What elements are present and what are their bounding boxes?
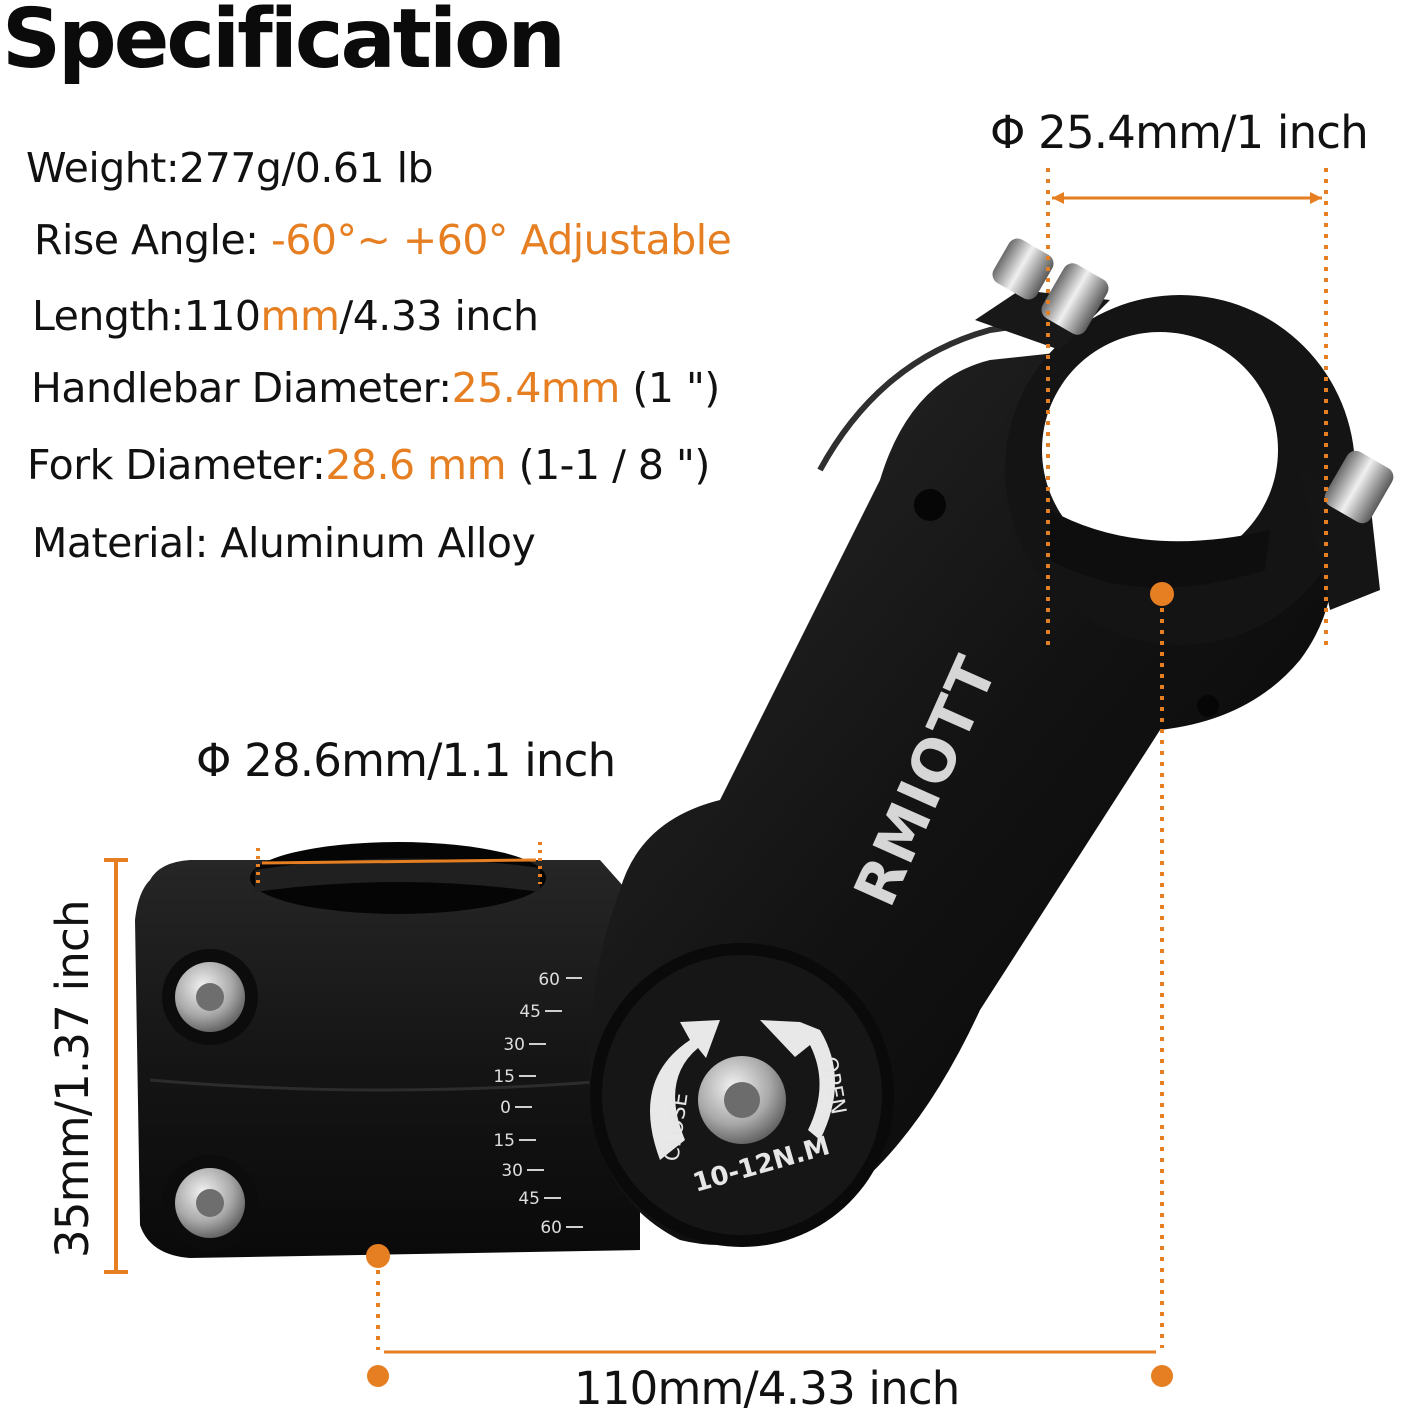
length-dimension: 110mm/4.33 inch: [574, 1362, 960, 1415]
faceplate-bolt-1-icon: [992, 238, 1054, 300]
spec-fork-diameter: Fork Diameter:28.6 mm (1-1 / 8 "): [27, 441, 710, 489]
spec-length-label: Length:: [32, 292, 184, 340]
spec-handlebar-label: Handlebar Diameter:: [31, 364, 452, 412]
spec-rise-angle-value: -60°~ +60° Adjustable: [271, 216, 732, 264]
scale-tick-9: 60: [540, 1218, 562, 1238]
spec-fork-note: (1-1 / 8 "): [506, 441, 711, 489]
spec-fork-label: Fork Diameter:: [27, 441, 326, 489]
clamp-bolt-top-icon: [162, 949, 258, 1045]
spec-handlebar-note: (1 "): [619, 364, 720, 412]
scale-tick-3: 30: [503, 1035, 525, 1055]
page-title: Specification: [2, 0, 566, 87]
scale-tick-4: 15: [493, 1067, 515, 1087]
pivot-cap: CLOSE OPEN 10-12N.M: [590, 943, 894, 1247]
steerer-clamp: [135, 842, 640, 1258]
scale-tick-2: 45: [519, 1002, 541, 1022]
spec-weight: Weight:277g/0.61 lb: [26, 144, 433, 192]
spec-length-value-number: 110: [183, 292, 261, 340]
spec-fork-value: 28.6 mm: [325, 441, 507, 489]
scale-tick-6: 15: [493, 1131, 515, 1151]
spec-material: Material: Aluminum Alloy: [32, 519, 536, 567]
scale-tick-1: 60: [538, 970, 560, 990]
spec-length-value-unit: mm: [260, 292, 340, 340]
spec-weight-label: Weight:: [26, 144, 180, 192]
spec-length-value-inch: /4.33 inch: [339, 292, 539, 340]
spec-rise-angle-label: Rise Angle:: [34, 216, 272, 264]
clamp-bolt-bottom-icon: [162, 1155, 258, 1251]
faceplate-bolt-2-icon: [1041, 263, 1109, 335]
faceplate-bolt-3-icon: [1324, 450, 1394, 524]
handlebar-clamp-dimension: Φ 25.4mm/1 inch: [990, 106, 1369, 159]
spec-handlebar-diameter: Handlebar Diameter:25.4mm (1 "): [31, 364, 720, 412]
spec-weight-value: 277g/0.61 lb: [179, 144, 433, 192]
dimension-guides: [104, 168, 1328, 1387]
spec-handlebar-value: 25.4mm: [451, 364, 621, 412]
scale-tick-8: 45: [518, 1189, 540, 1209]
spec-material-label: Material: Aluminum Alloy: [32, 519, 536, 567]
spec-rise-angle: Rise Angle: -60°~ +60° Adjustable: [34, 216, 732, 264]
steerer-clamp-dimension: Φ 28.6mm/1.1 inch: [196, 734, 616, 787]
scale-tick-5: 0: [500, 1098, 511, 1118]
scale-tick-7: 30: [501, 1161, 523, 1181]
angle-scale: 60 45 30 15 0 15 30 45 60: [493, 970, 583, 1238]
spec-length: Length:110mm/4.33 inch: [32, 292, 539, 340]
height-dimension: 35mm/1.37 inch: [46, 900, 99, 1258]
